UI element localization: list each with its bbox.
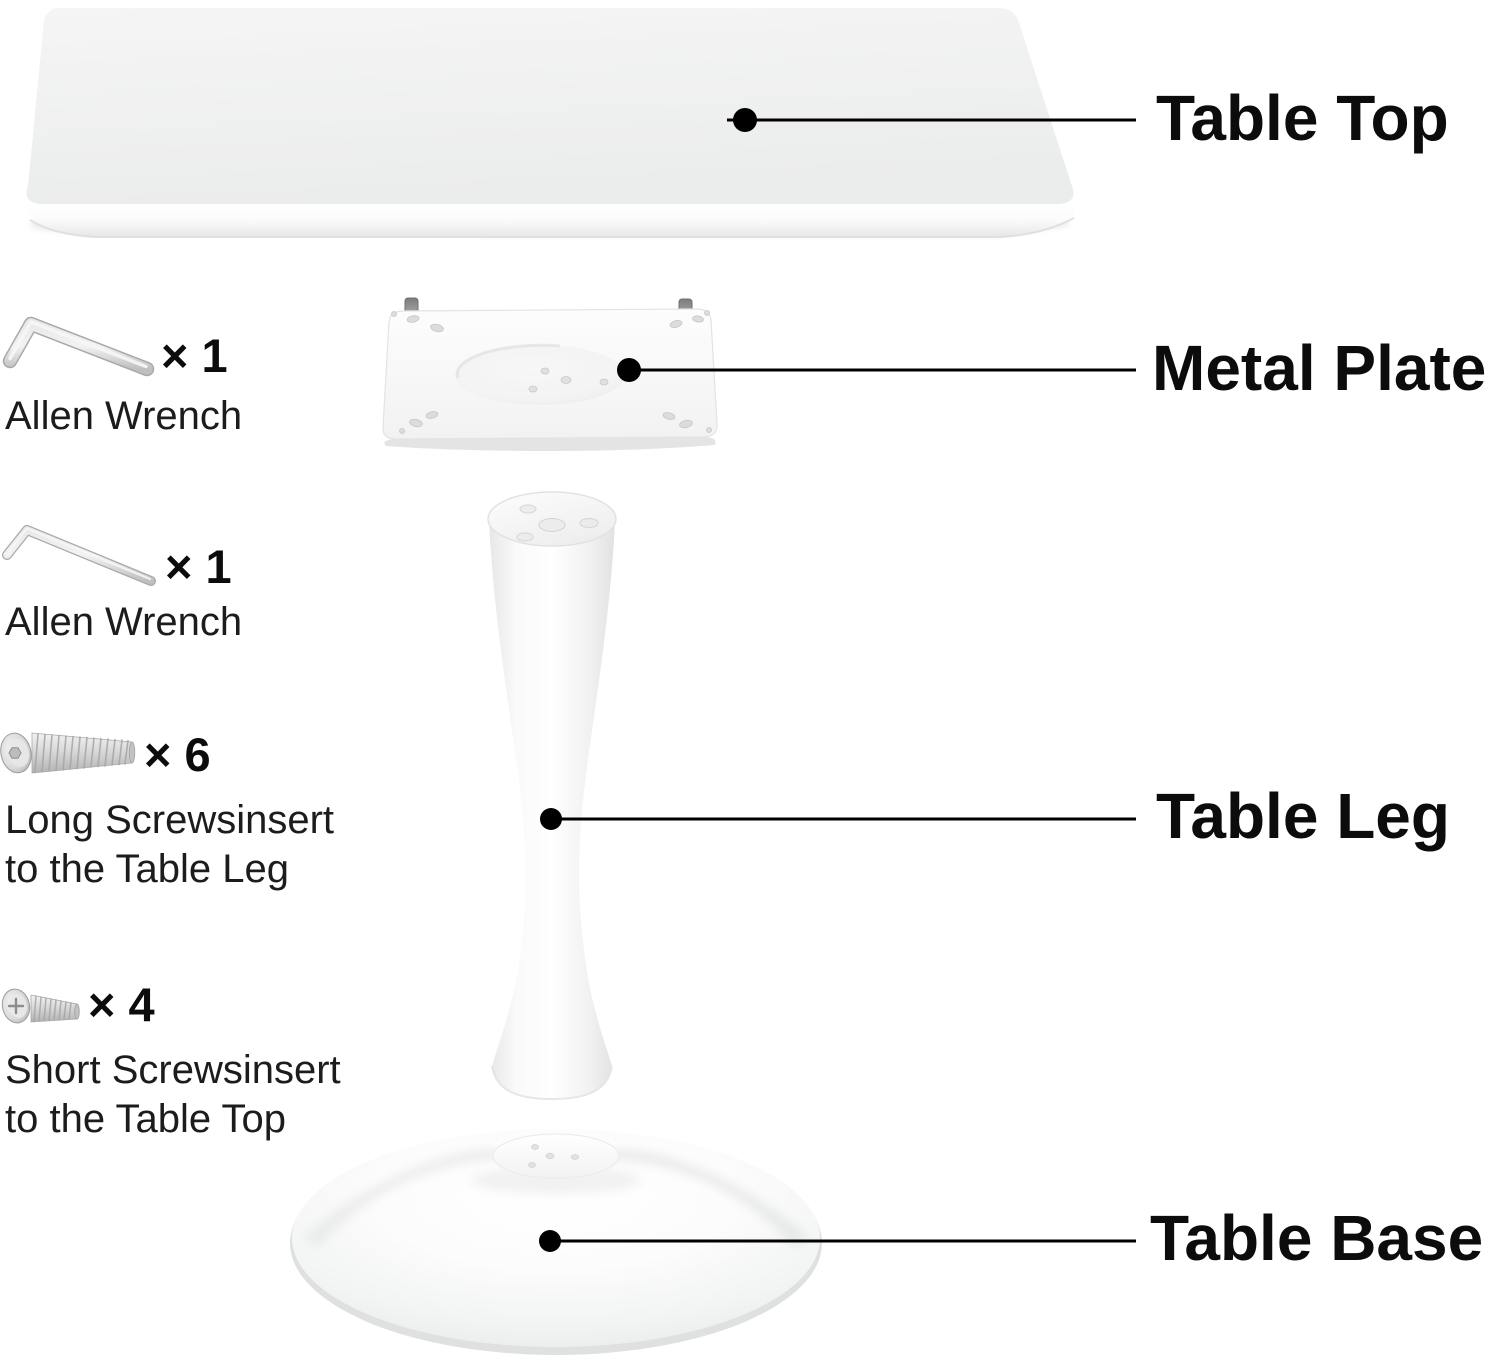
hardware-name-allen-wrench-1: Allen Wrench bbox=[5, 394, 243, 438]
table-leg-image bbox=[487, 491, 617, 1101]
short-screw-icon bbox=[1, 988, 80, 1024]
allen-wrench-icon bbox=[2, 525, 156, 586]
hardware-qty-short-screws: × 4 bbox=[88, 978, 155, 1031]
hardware-name-short-screws: Short Screwsinsert to the Table Top bbox=[5, 1048, 341, 1141]
table-top-callout bbox=[727, 108, 1136, 132]
callout-dot bbox=[733, 108, 757, 132]
hardware-qty-allen-wrench-2: × 1 bbox=[165, 540, 232, 593]
part-label-table-top: Table Top bbox=[1156, 82, 1449, 154]
part-label-metal-plate: Metal Plate bbox=[1152, 332, 1487, 404]
hardware-qty-long-screws: × 6 bbox=[144, 728, 211, 781]
callout-dot bbox=[539, 1230, 561, 1252]
callout-dot bbox=[540, 808, 562, 830]
table-base-callout bbox=[539, 1230, 1136, 1252]
part-label-table-base: Table Base bbox=[1150, 1202, 1484, 1274]
hardware-name-allen-wrench-2: Allen Wrench bbox=[5, 600, 243, 644]
metal-plate-callout bbox=[617, 358, 1136, 382]
allen-wrench-icon bbox=[2, 316, 155, 377]
metal-plate-image bbox=[382, 297, 718, 451]
hardware-qty-allen-wrench-1: × 1 bbox=[161, 329, 228, 382]
callout-dot bbox=[617, 358, 641, 382]
table-leg-callout bbox=[540, 808, 1136, 830]
long-screw-icon bbox=[0, 732, 136, 774]
hardware-name-long-screws: Long Screwsinsert to the Table Leg bbox=[5, 798, 335, 891]
table-top-image bbox=[26, 8, 1075, 238]
part-label-table-leg: Table Leg bbox=[1156, 780, 1450, 852]
